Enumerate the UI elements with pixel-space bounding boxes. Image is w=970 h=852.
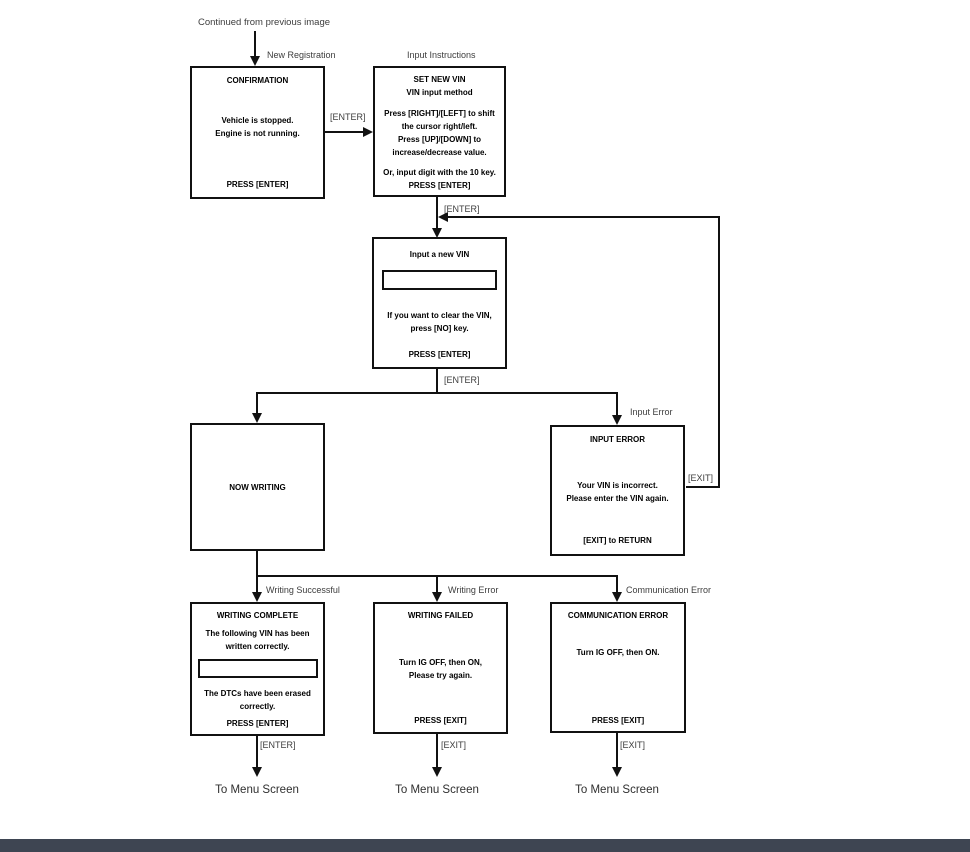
tag-new-registration: New Registration — [267, 50, 336, 60]
screen-footer: [EXIT] to RETURN — [583, 536, 652, 545]
edge-label-enter: [ENTER] — [260, 740, 296, 750]
connector-line — [436, 197, 438, 228]
connector-line — [256, 551, 258, 577]
screen-text: press [NO] key. — [410, 324, 469, 333]
screen-text: Turn IG OFF, then ON, — [399, 658, 482, 667]
screen-text: Or, input digit with the 10 key. — [383, 168, 496, 177]
arrowhead-left-icon — [438, 212, 448, 222]
edge-label-exit: [EXIT] — [441, 740, 467, 750]
screen-text: the cursor right/left. — [401, 122, 478, 131]
tag-input-error: Input Error — [630, 407, 673, 417]
arrowhead-down-icon — [432, 228, 442, 238]
arrowhead-right-icon — [363, 127, 373, 137]
screen-footer: PRESS [EXIT] — [591, 716, 645, 725]
tag-communication-error: Communication Error — [626, 585, 712, 595]
tag-writing-successful: Writing Successful — [266, 585, 340, 595]
screen-text: The following VIN has been — [205, 629, 310, 638]
screen-footer: PRESS [ENTER] — [226, 180, 289, 189]
vin-input-field — [382, 270, 497, 290]
connector-line — [616, 733, 618, 767]
arrowhead-down-icon — [250, 56, 260, 66]
screen-title: SET NEW VIN — [413, 75, 466, 84]
screen-footer: PRESS [ENTER] — [408, 181, 471, 190]
arrowhead-down-icon — [612, 592, 622, 602]
connector-line — [436, 575, 438, 593]
edge-label-enter: [ENTER] — [444, 204, 480, 214]
tag-writing-error: Writing Error — [448, 585, 499, 595]
box-writing-complete: WRITING COMPLETE The following VIN has b… — [190, 602, 325, 736]
edge-label-enter: [ENTER] — [330, 112, 366, 122]
screen-text: If you want to clear the VIN, — [387, 311, 492, 320]
screen-text: Your VIN is incorrect. — [577, 481, 658, 490]
edge-label-enter: [ENTER] — [444, 375, 480, 385]
connector-line — [616, 575, 618, 593]
screen-text: Turn IG OFF, then ON. — [576, 648, 660, 657]
box-confirmation: CONFIRMATION Vehicle is stopped. Engine … — [190, 66, 325, 199]
continued-from-label: Continued from previous image — [198, 17, 331, 28]
connector-line — [448, 216, 720, 218]
box-writing-failed: WRITING FAILED Turn IG OFF, then ON, Ple… — [373, 602, 508, 734]
screen-subtitle: VIN input method — [406, 88, 473, 97]
box-now-writing: NOW WRITING — [190, 423, 325, 551]
box-set-new-vin: SET NEW VIN VIN input method Press [RIGH… — [373, 66, 506, 197]
tag-input-instructions: Input Instructions — [407, 50, 476, 60]
arrowhead-down-icon — [432, 592, 442, 602]
connector-line — [436, 734, 438, 767]
screen-footer: PRESS [ENTER] — [408, 350, 471, 359]
screen-text: Engine is not running. — [215, 129, 300, 138]
box-input-error: INPUT ERROR Your VIN is incorrect. Pleas… — [550, 425, 685, 556]
screen-text: correctly. — [239, 702, 276, 711]
arrowhead-down-icon — [252, 413, 262, 423]
arrowhead-down-icon — [612, 767, 622, 777]
to-menu-screen-label: To Menu Screen — [395, 784, 479, 796]
connector-line — [325, 131, 363, 133]
screen-title: WRITING FAILED — [407, 611, 474, 620]
connector-line — [256, 736, 258, 767]
connector-line — [256, 575, 258, 593]
connector-line — [616, 392, 618, 416]
box-input-new-vin: Input a new VIN If you want to clear the… — [372, 237, 507, 369]
connector-line — [254, 31, 256, 57]
connector-line — [256, 392, 258, 414]
screen-footer: PRESS [EXIT] — [414, 716, 467, 725]
screen-text: Please enter the VIN again. — [566, 494, 669, 503]
edge-label-exit: [EXIT] — [688, 473, 714, 483]
screen-title: Input a new VIN — [409, 250, 470, 259]
screen-text: Vehicle is stopped. — [221, 116, 294, 125]
arrowhead-down-icon — [612, 415, 622, 425]
screen-title: INPUT ERROR — [589, 435, 646, 444]
screen-title: NOW WRITING — [229, 482, 286, 492]
screen-text: Press [UP]/[DOWN] to — [397, 135, 482, 144]
screen-footer: PRESS [ENTER] — [226, 719, 289, 728]
connector-line — [256, 392, 618, 394]
vin-input-field — [197, 659, 318, 678]
box-communication-error: COMMUNICATION ERROR Turn IG OFF, then ON… — [550, 602, 686, 733]
connector-line — [686, 486, 720, 488]
screen-text: The DTCs have been erased — [204, 689, 311, 698]
screen-text: Please try again. — [408, 671, 473, 680]
arrowhead-down-icon — [252, 767, 262, 777]
connector-line — [718, 216, 720, 488]
to-menu-screen-label: To Menu Screen — [215, 784, 299, 796]
to-menu-screen-label: To Menu Screen — [575, 784, 659, 796]
screen-text: Press [RIGHT]/[LEFT] to shift — [384, 109, 495, 118]
screen-text: increase/decrease value. — [392, 148, 487, 157]
arrowhead-down-icon — [252, 592, 262, 602]
footer-bar — [0, 839, 970, 852]
edge-label-exit: [EXIT] — [620, 740, 646, 750]
screen-title: CONFIRMATION — [226, 76, 289, 85]
screen-title: COMMUNICATION ERROR — [567, 611, 669, 620]
arrowhead-down-icon — [432, 767, 442, 777]
screen-title: WRITING COMPLETE — [216, 611, 299, 620]
connector-line — [436, 369, 438, 394]
screen-text: written correctly. — [225, 642, 290, 651]
